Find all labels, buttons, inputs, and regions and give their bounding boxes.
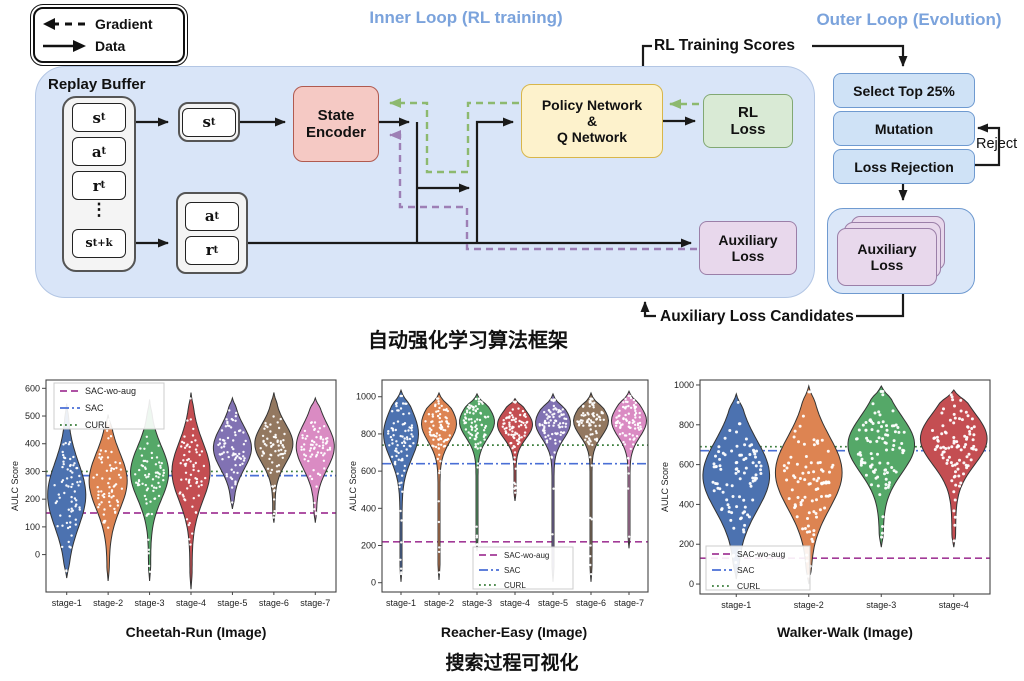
svg-text:stage-3: stage-3 [866,600,896,610]
svg-text:200: 200 [361,541,376,551]
svg-text:200: 200 [25,494,40,504]
svg-text:stage-1: stage-1 [386,598,416,608]
svg-text:100: 100 [25,522,40,532]
svg-text:SAC-wo-aug: SAC-wo-aug [504,551,549,560]
aux-loss-box: Auxiliary Loss [699,221,797,275]
svg-text:CURL: CURL [504,581,526,590]
mutation-box: Mutation [833,111,975,146]
arrow-candidates-to-inner [640,301,656,318]
data-arrow-icon [43,39,86,52]
svg-text:1000: 1000 [674,380,694,390]
replay-buffer-label: Replay Buffer [48,76,146,93]
inner-loop-title: Inner Loop (RL training) [369,8,563,27]
legend-gradient-row: Gradient [43,16,175,32]
svg-text:stage-4: stage-4 [939,600,969,610]
svg-text:400: 400 [361,503,376,513]
violin-chart-reacher: 0 200 400 600 800 1000 stage-1 stage-2 stage-3 st… [348,379,649,608]
chart-caption-walker: Walker-Walk (Image) [777,624,913,640]
svg-text:800: 800 [361,429,376,439]
violin-chart-walker: 0 200 400 600 800 1000 stage-1 stage-2 stage-3 st… [660,379,991,610]
svg-text:SAC: SAC [737,565,754,575]
legend-data-label: Data [95,37,126,54]
svg-text:stage-2: stage-2 [424,598,454,608]
rl-training-scores-label: RL Training Scores [654,37,795,54]
svg-text:stage-3: stage-3 [135,598,165,608]
svg-text:SAC-wo-aug: SAC-wo-aug [737,549,785,559]
ellipsis-vertical-icon: ⋮ [90,200,108,219]
svg-text:stage-4: stage-4 [500,598,530,608]
svg-text:300: 300 [25,466,40,476]
arrow-scores-to-select [812,44,908,67]
svg-text:600: 600 [679,460,694,470]
search-caption: 搜索过程可视化 [445,653,579,674]
svg-text:stage-6: stage-6 [259,598,289,608]
svg-text:AULC Score: AULC Score [348,461,358,511]
rl-loss-box: RL Loss [703,94,793,148]
svg-text:600: 600 [361,466,376,476]
svg-text:stage-2: stage-2 [93,598,123,608]
svg-text:0: 0 [371,578,376,588]
outer-loop-title: Outer Loop (Evolution) [816,10,1002,29]
svg-text:SAC-wo-aug: SAC-wo-aug [85,386,136,396]
svg-text:SAC: SAC [504,566,521,575]
framework-caption: 自动强化学习算法框架 [368,330,568,352]
violin-chart-cheetah: 0 100 200 300 400 500 600 stage-1 stage-2 stage-3… [10,379,337,608]
svg-text:1000: 1000 [356,392,376,402]
svg-text:stage-1: stage-1 [721,600,751,610]
gradient-arrow-icon [43,18,85,31]
svg-text:800: 800 [679,420,694,430]
svg-text:600: 600 [25,383,40,393]
chart-caption-reacher: Reacher-Easy (Image) [440,624,588,640]
svg-text:stage-1: stage-1 [52,598,82,608]
inner-loop-panel [35,66,815,298]
svg-text:0: 0 [689,579,694,589]
line-scores-left [641,44,652,66]
policy-network-box: Policy Network & Q Network [521,84,663,158]
svg-text:200: 200 [679,539,694,549]
state-encoder-box: State Encoder [293,86,379,162]
svg-text:stage-2: stage-2 [794,600,824,610]
legend-data-row: Data [43,38,175,54]
svg-text:SAC: SAC [85,403,104,413]
aux-candidates-label: Auxiliary Loss Candidates [660,308,854,325]
svg-text:AULC Score: AULC Score [10,461,20,511]
svg-text:400: 400 [679,499,694,509]
arrow-legend: Gradient Data [30,4,188,66]
aux-card-front: Auxiliary Loss [837,228,937,286]
svg-text:stage-7: stage-7 [614,598,644,608]
svg-text:500: 500 [25,411,40,421]
svg-text:400: 400 [25,439,40,449]
reject-label: Reject [976,136,1018,152]
svg-text:stage-3: stage-3 [462,598,492,608]
svg-text:stage-5: stage-5 [217,598,247,608]
svg-text:AULC Score: AULC Score [660,462,670,512]
svg-text:0: 0 [35,550,40,560]
line-candidates-right [856,292,905,318]
legend-gradient-label: Gradient [95,16,153,33]
svg-text:stage-7: stage-7 [300,598,330,608]
svg-text:stage-6: stage-6 [576,598,606,608]
svg-text:stage-5: stage-5 [538,598,568,608]
svg-text:stage-4: stage-4 [176,598,206,608]
select-top-box: Select Top 25% [833,73,975,108]
loss-rejection-box: Loss Rejection [833,149,975,184]
svg-text:CURL: CURL [737,581,760,591]
chart-caption-cheetah: Cheetah-Run (Image) [125,624,267,640]
svg-text:CURL: CURL [85,420,110,430]
